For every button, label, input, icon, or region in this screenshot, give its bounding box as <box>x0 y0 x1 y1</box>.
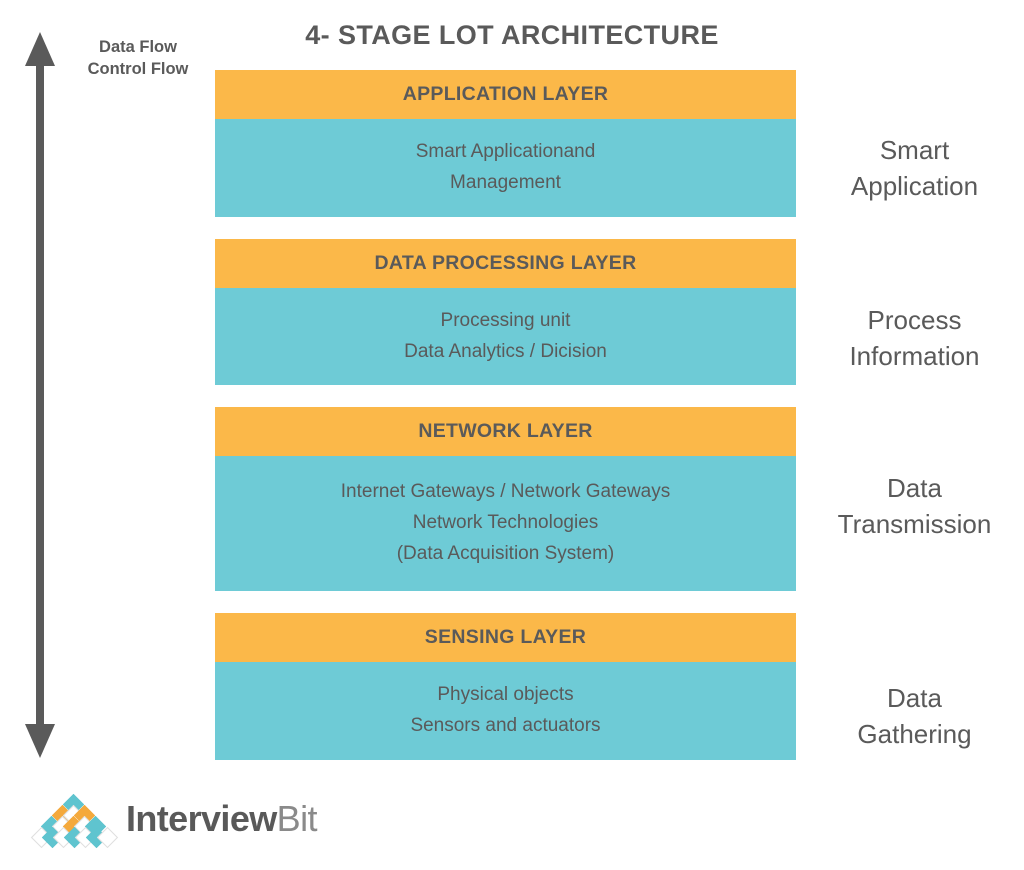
double-headed-vertical-arrow-icon <box>25 32 55 758</box>
flow-label-control: Control Flow <box>87 60 189 79</box>
layer-header-sensing: SENSING LAYER <box>215 613 796 662</box>
caption-process-information: Process Information <box>812 302 1017 375</box>
layer-header-application: APPLICATION LAYER <box>215 70 796 119</box>
caption-data-gathering: Data Gathering <box>812 680 1017 753</box>
layer-body-line: Network Technologies <box>412 512 599 534</box>
caption-line: Transmission <box>837 509 992 540</box>
layer-body-sensing: Physical objects Sensors and actuators <box>215 662 796 760</box>
logo-word-bit: Bit <box>276 798 318 839</box>
caption-line: Gathering <box>857 719 972 750</box>
layer-body-line: Internet Gateways / Network Gateways <box>340 481 671 503</box>
layer-header-data-processing: DATA PROCESSING LAYER <box>215 239 796 288</box>
layer-body-line: (Data Acquisition System) <box>396 542 615 564</box>
data-flow-arrow <box>22 30 58 760</box>
layer-body-line: Processing unit <box>440 309 571 331</box>
caption-line: Smart <box>879 135 950 165</box>
layer-block-application[interactable]: APPLICATION LAYER Smart Applicationand M… <box>215 70 796 217</box>
layer-body-application: Smart Applicationand Management <box>215 119 796 217</box>
layer-header-network: NETWORK LAYER <box>215 407 796 456</box>
layer-body-line: Sensors and actuators <box>410 715 601 736</box>
layer-block-network[interactable]: NETWORK LAYER Internet Gateways / Networ… <box>215 407 796 591</box>
interviewbit-logo[interactable]: InterviewBit <box>30 793 317 849</box>
layer-block-data-processing[interactable]: DATA PROCESSING LAYER Processing unit Da… <box>215 239 796 385</box>
layer-body-network: Internet Gateways / Network Gateways Net… <box>215 456 796 591</box>
interviewbit-wordmark: InterviewBit <box>126 798 317 840</box>
layer-body-line: Data Analytics / Dicision <box>404 340 607 362</box>
layer-body-line: Management <box>450 172 561 193</box>
caption-line: Process <box>867 305 962 335</box>
page-title: 4- STAGE LOT ARCHITECTURE <box>305 20 719 50</box>
flow-legend: Data Flow Control Flow <box>68 36 208 81</box>
logo-word-interview: Interview <box>126 798 277 839</box>
caption-line: Information <box>849 341 980 372</box>
layer-body-line: Physical objects <box>437 684 574 706</box>
layer-body-line: Smart Applicationand <box>415 141 596 163</box>
caption-smart-application: Smart Application <box>812 132 1017 205</box>
flow-label-data: Data Flow <box>99 38 177 56</box>
layer-stack: APPLICATION LAYER Smart Applicationand M… <box>215 70 796 782</box>
layer-body-data-processing: Processing unit Data Analytics / Dicisio… <box>215 288 796 385</box>
interviewbit-diamond-triangle-icon <box>30 793 119 849</box>
caption-line: Data <box>887 473 942 503</box>
layer-block-sensing[interactable]: SENSING LAYER Physical objects Sensors a… <box>215 613 796 760</box>
caption-line: Data <box>887 683 942 713</box>
caption-line: Application <box>850 171 979 202</box>
caption-data-transmission: Data Transmission <box>812 470 1017 543</box>
